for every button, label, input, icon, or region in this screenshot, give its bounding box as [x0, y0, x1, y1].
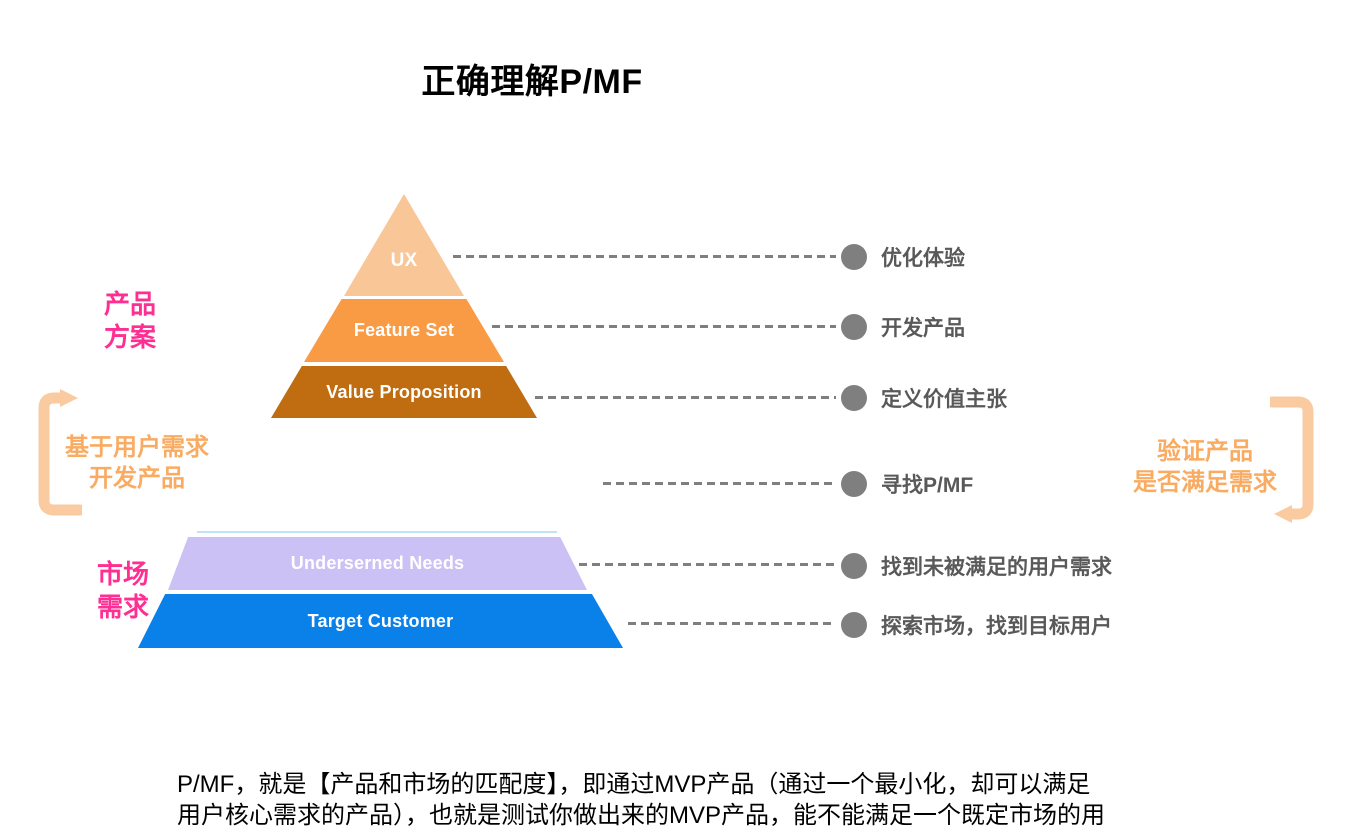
bullet-dot-icon	[841, 612, 867, 638]
dashed-connector-pmf	[603, 482, 836, 485]
accent-line	[197, 531, 557, 533]
pyramid-layer-value-proposition: Value Proposition	[271, 366, 537, 418]
dashed-connector-underserved-needs	[579, 563, 836, 566]
pyramid-layer-feature-set: Feature Set	[304, 299, 504, 362]
market-layer-target-customer-label: Target Customer	[307, 610, 454, 631]
annotation-label: 寻找P/MF	[881, 474, 974, 497]
bullet-dot-icon	[841, 553, 867, 579]
market-layer-underserved-needs-label: Underserned Needs	[290, 553, 465, 573]
dashed-connector-ux	[453, 255, 836, 258]
dashed-connector-feature-set	[492, 325, 836, 328]
annotation-item: 定义价值主张	[841, 382, 1007, 414]
annotation-label: 优化体验	[881, 247, 965, 270]
pyramid-layer-feature-set-label: Feature Set	[353, 320, 455, 340]
label-build-from-user-needs: 基于用户需求 开发产品	[65, 434, 209, 492]
annotation-label: 开发产品	[881, 317, 965, 340]
annotation-item: 优化体验	[841, 241, 965, 273]
label-validate-product: 验证产品 是否满足需求	[1133, 438, 1277, 496]
annotation-item: 寻找P/MF	[841, 468, 973, 500]
label-product-plan: 产品 方案	[103, 289, 156, 352]
pyramid-layer-value-proposition-label: Value Proposition	[326, 381, 482, 402]
up-arrow-bracket-icon	[38, 389, 82, 516]
dashed-connector-target-customer	[628, 622, 836, 625]
pyramid-layer-ux: UX	[344, 194, 464, 296]
annotation-item: 探索市场，找到目标用户	[841, 609, 1112, 641]
pyramid-layer-ux-label: UX	[390, 250, 418, 271]
market-layer-target-customer: Target Customer	[138, 594, 623, 648]
annotation-item: 开发产品	[841, 311, 965, 343]
bullet-dot-icon	[841, 314, 867, 340]
page-title: 正确理解P/MF	[421, 63, 643, 101]
bullet-dot-icon	[841, 244, 867, 270]
market-layer-underserved-needs: Underserned Needs	[168, 537, 587, 590]
dashed-connector-value-proposition	[535, 396, 836, 399]
annotation-label: 探索市场，找到目标用户	[881, 615, 1112, 638]
annotation-label: 定义价值主张	[881, 388, 1007, 411]
down-arrow-bracket-icon	[1270, 396, 1314, 523]
bullet-dot-icon	[841, 385, 867, 411]
label-market-needs: 市场 需求	[96, 559, 149, 622]
annotation-label: 找到未被满足的用户需求	[881, 556, 1112, 579]
annotation-item: 找到未被满足的用户需求	[841, 550, 1112, 582]
bullet-dot-icon	[841, 471, 867, 497]
description-paragraph: P/MF，就是【产品和市场的匹配度】，即通过MVP产品（通过一个最小化，却可以满…	[177, 771, 1106, 829]
